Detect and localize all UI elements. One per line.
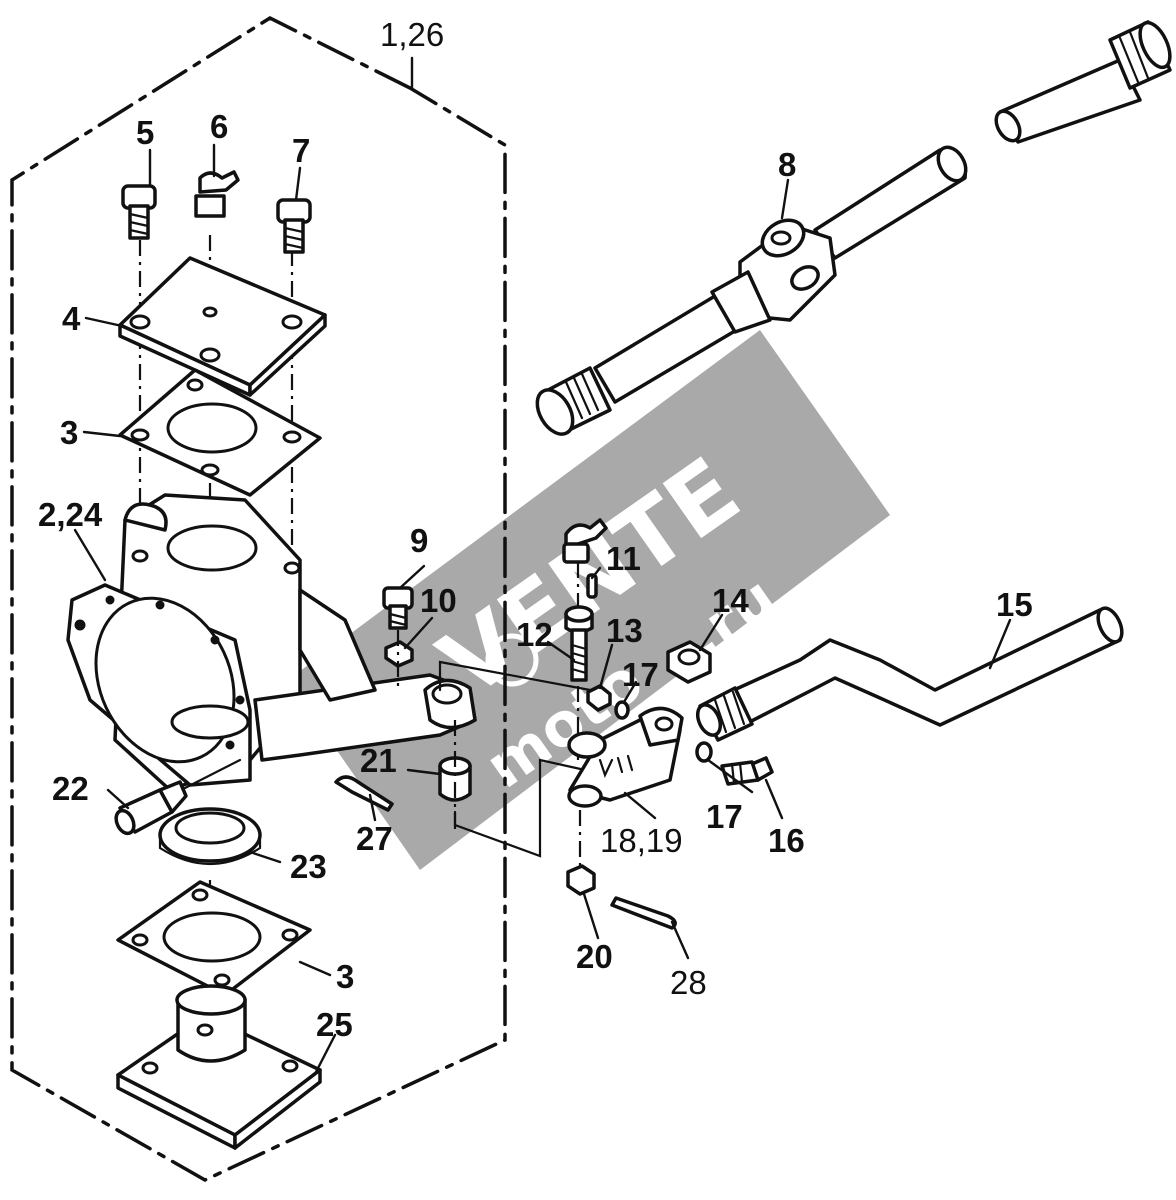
cotter-pin-27 (334, 775, 394, 812)
drive-shaft-8 (535, 145, 968, 436)
callout-22: 22 (52, 770, 89, 807)
shaft-upper-segment (994, 20, 1172, 144)
bolt-5 (121, 184, 157, 240)
callout-2-24: 2,24 (38, 496, 103, 533)
grease-nipple-6-body (194, 194, 226, 218)
callout-21: 21 (360, 742, 397, 779)
callout-13: 13 (606, 612, 643, 649)
watermark-logo-circle (485, 633, 539, 687)
cover-plate-4 (118, 256, 327, 397)
steering-housing-2-24 (66, 493, 477, 792)
gasket-3-upper (118, 368, 322, 497)
tie-rod-15 (695, 606, 1124, 742)
seal-ring-23 (158, 807, 262, 865)
linkage-outline-lower (453, 758, 587, 858)
callout-25: 25 (316, 1006, 353, 1043)
nut-13-body (586, 684, 612, 712)
callout-17-upper: 17 (622, 656, 659, 693)
callout-3-lower: 3 (336, 958, 354, 995)
callout-18-19: 18,19 (600, 822, 683, 859)
grease-nipple-6 (194, 170, 240, 218)
callout-3-upper: 3 (60, 414, 78, 451)
callout-11: 11 (606, 540, 641, 577)
washer-17-lower (695, 741, 713, 763)
bushing-21 (438, 720, 472, 830)
steering-arm-18-19 (567, 706, 684, 808)
callout-28: 28 (670, 964, 707, 1001)
bolt-12 (564, 605, 594, 682)
bolt-16 (720, 756, 774, 786)
callout-10: 10 (420, 582, 457, 619)
pin-22 (114, 758, 242, 836)
callout-27: 27 (356, 820, 393, 857)
castle-nut-20-body (566, 864, 596, 896)
callout-6: 6 (210, 108, 228, 145)
cotter-pin-28 (610, 896, 677, 930)
callout-20: 20 (576, 938, 613, 975)
castle-nut-20 (566, 810, 596, 896)
leader-lines (73, 56, 1012, 1074)
callout-17-lower: 17 (706, 798, 743, 835)
cotter-pin-28-body (610, 896, 677, 930)
bolt-7 (276, 198, 312, 254)
linkage-outline (438, 660, 592, 692)
callout-1-26: 1,26 (380, 16, 444, 53)
callout-5: 5 (136, 114, 154, 151)
callout-16: 16 (768, 822, 805, 859)
grease-fitting-right (562, 518, 608, 760)
callout-23: 23 (290, 848, 327, 885)
callout-15: 15 (996, 586, 1033, 623)
callout-7: 7 (292, 132, 310, 169)
nut-13 (586, 684, 612, 712)
nut-14 (666, 640, 712, 684)
washer-17-upper (614, 700, 630, 720)
assembly-boundary (10, 15, 507, 1182)
callout-4: 4 (62, 300, 81, 337)
pin-11-body (586, 573, 598, 599)
callouts: 1,26 5 6 7 4 3 2,24 22 23 3 25 27 8 9 10… (38, 16, 1033, 1043)
callout-12: 12 (516, 616, 553, 653)
callout-14: 14 (712, 582, 749, 619)
housing-web (298, 588, 377, 702)
callout-9: 9 (410, 522, 428, 559)
cotter-pin-27-body (334, 775, 394, 812)
bottom-cover-25 (116, 984, 322, 1150)
gasket-3-lower (116, 880, 312, 997)
callout-8: 8 (778, 146, 796, 183)
pin-11 (586, 573, 598, 599)
bolt-9 (382, 586, 414, 630)
